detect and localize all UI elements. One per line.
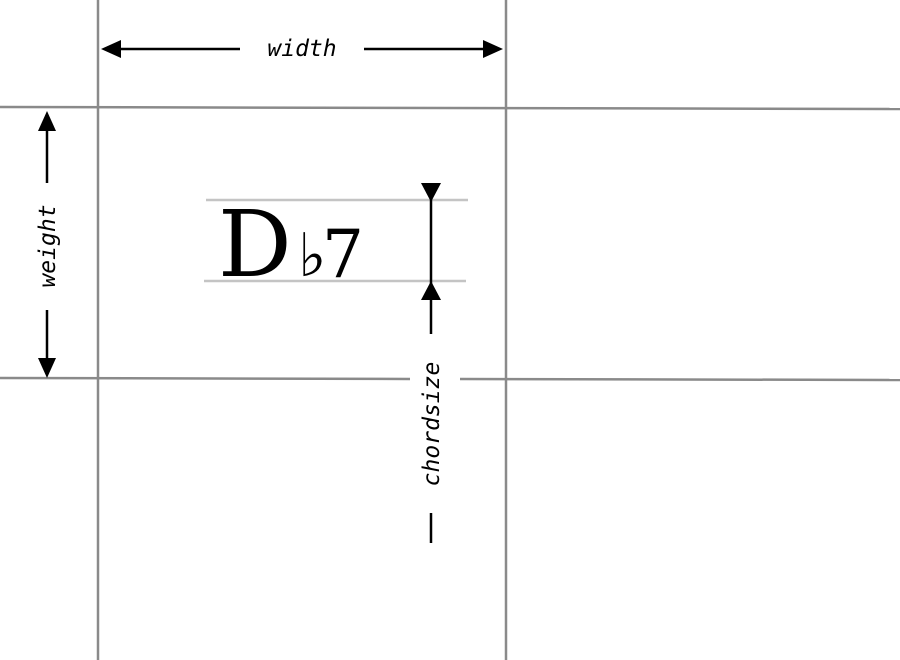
weight-label: weight bbox=[35, 204, 61, 287]
weight-arrowhead-bottom bbox=[38, 358, 56, 378]
chord-guides bbox=[204, 198, 468, 283]
chordsize-arrowhead-bottom bbox=[421, 281, 441, 300]
chordsize-arrowhead-top bbox=[421, 183, 441, 202]
weight-dimension: weight bbox=[35, 111, 61, 378]
width-dimension: width bbox=[101, 36, 503, 62]
chord-extension: 7 bbox=[322, 216, 364, 293]
width-arrowhead-left bbox=[101, 40, 121, 58]
chord-symbol: D ♭ 7 bbox=[218, 191, 364, 298]
grid-line-horizontal-top bbox=[0, 105, 900, 111]
chordsize-label: chordsize bbox=[419, 362, 445, 487]
grid-line-horizontal-bottom-right bbox=[459, 377, 900, 382]
chord-root: D bbox=[218, 191, 292, 298]
width-arrowhead-right bbox=[483, 40, 503, 58]
grid-line-horizontal-bottom-left bbox=[0, 376, 411, 381]
weight-arrowhead-top bbox=[38, 111, 56, 131]
width-label: width bbox=[267, 36, 336, 62]
chordsize-dimension: chordsize bbox=[419, 183, 445, 543]
chord-accidental: ♭ bbox=[298, 221, 326, 291]
